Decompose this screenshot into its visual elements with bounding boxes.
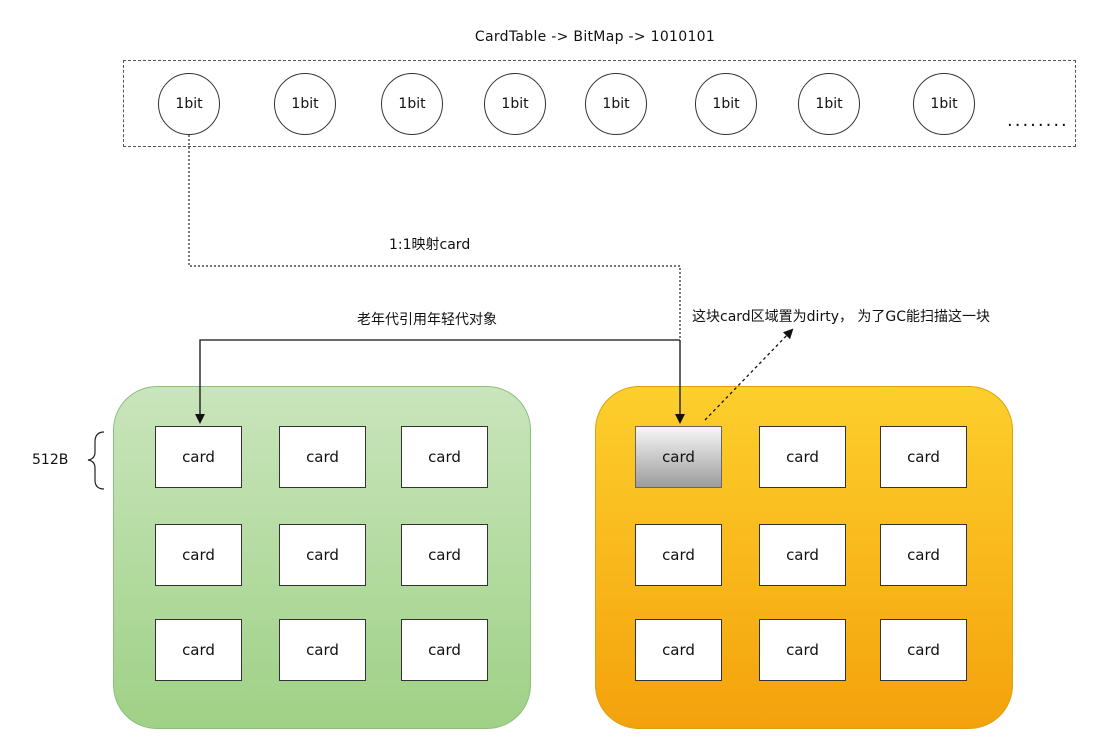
bit-label: 1bit [291, 96, 319, 112]
mapping-connector [188, 135, 681, 340]
reference-label: 老年代引用年轻代对象 [357, 312, 497, 328]
old-card: card [880, 524, 967, 586]
bit-cell: 1bit [381, 73, 443, 135]
old-card: card [759, 524, 846, 586]
bit-cell: 1bit [274, 73, 336, 135]
young-card: card [155, 619, 242, 681]
old-card: card [635, 619, 722, 681]
size-brace [87, 431, 105, 490]
young-card: card [155, 426, 242, 488]
size-label: 512B [32, 452, 69, 468]
young-card: card [279, 426, 366, 488]
dirty-annotation-arrow [704, 328, 794, 421]
young-card: card [401, 619, 488, 681]
bit-cell: 1bit [913, 73, 975, 135]
old-card: card [880, 619, 967, 681]
young-card: card [401, 426, 488, 488]
old-card: card [635, 524, 722, 586]
bit-label: 1bit [602, 96, 630, 112]
bit-cell: 1bit [158, 73, 220, 135]
bit-label: 1bit [712, 96, 740, 112]
reference-arrow [195, 339, 680, 424]
bit-cell: 1bit [798, 73, 860, 135]
old-card: card [759, 426, 846, 488]
bit-label: 1bit [930, 96, 958, 112]
bit-label: 1bit [398, 96, 426, 112]
bit-label: 1bit [815, 96, 843, 112]
dirty-label: 这块card区域置为dirty， 为了GC能扫描这一块 [692, 309, 991, 325]
bit-cell: 1bit [585, 73, 647, 135]
young-card: card [279, 524, 366, 586]
dirty-card: card [635, 426, 722, 488]
young-card: card [401, 524, 488, 586]
bit-label: 1bit [501, 96, 529, 112]
bit-cell: 1bit [484, 73, 546, 135]
bit-label: 1bit [175, 96, 203, 112]
diagram-title: CardTable -> BitMap -> 1010101 [474, 29, 716, 45]
mapping-label: 1:1映射card [389, 237, 471, 253]
more-bits-ellipsis: ........ [1007, 110, 1069, 131]
card-table-bitmap [123, 60, 1076, 147]
bit-cell: 1bit [695, 73, 757, 135]
old-card: card [880, 426, 967, 488]
old-card: card [759, 619, 846, 681]
young-card: card [279, 619, 366, 681]
young-card: card [155, 524, 242, 586]
